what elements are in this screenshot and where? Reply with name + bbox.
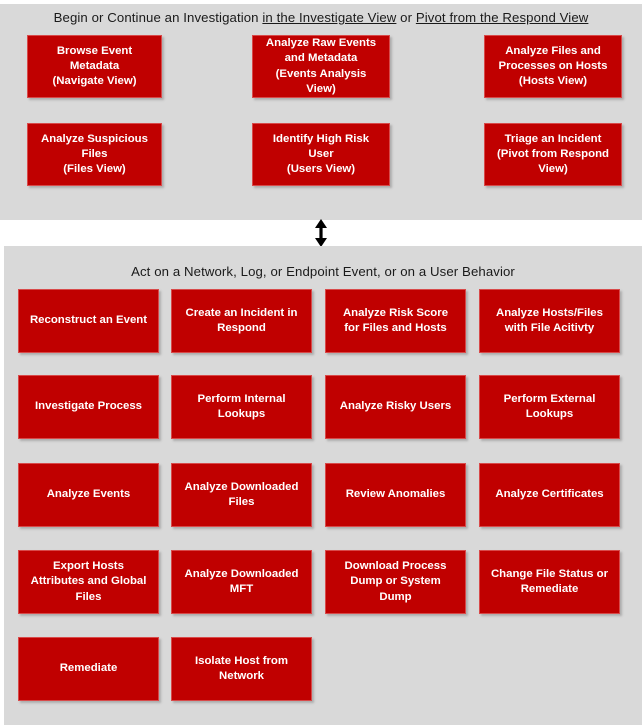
box-export-hosts-attributes-and-global-files[interactable]: Export Hosts Attributes and Global Files: [18, 550, 159, 614]
act-panel: Act on a Network, Log, or Endpoint Event…: [4, 246, 642, 725]
link-investigate-view[interactable]: in the Investigate View: [262, 10, 397, 25]
box-perform-external-lookups[interactable]: Perform External Lookups: [479, 375, 620, 439]
investigate-panel-heading: Begin or Continue an Investigation in th…: [0, 10, 642, 25]
box-label: Identify High Risk User (Users View): [272, 132, 370, 176]
double-arrow-icon: [311, 219, 331, 247]
heading-text-part2: or: [396, 10, 416, 25]
heading-text-part1: Begin or Continue an Investigation: [53, 10, 263, 25]
box-label: Analyze Risk Score for Files and Hosts: [342, 306, 449, 334]
box-analyze-suspicious-files[interactable]: Analyze Suspicious Files (Files View): [27, 123, 162, 186]
box-label: Remediate: [59, 662, 118, 675]
box-label: Reconstruct an Event: [29, 314, 148, 327]
box-label: Analyze Hosts/Files with File Acitivty: [496, 306, 603, 334]
box-label: Perform External Lookups: [503, 392, 596, 420]
box-label: Export Hosts Attributes and Global Files: [30, 560, 147, 603]
box-analyze-downloaded-files[interactable]: Analyze Downloaded Files: [171, 463, 312, 527]
box-browse-event-metadata[interactable]: Browse Event Metadata (Navigate View): [27, 35, 162, 98]
box-label: Analyze Risky Users: [339, 400, 452, 413]
investigate-panel: Begin or Continue an Investigation in th…: [0, 4, 642, 220]
box-remediate[interactable]: Remediate: [18, 637, 159, 701]
box-analyze-hosts-files-with-file-activity[interactable]: Analyze Hosts/Files with File Acitivty: [479, 289, 620, 353]
box-label: Change File Status or Remediate: [490, 567, 609, 595]
box-identify-high-risk-user[interactable]: Identify High Risk User (Users View): [252, 123, 390, 186]
box-isolate-host-from-network[interactable]: Isolate Host from Network: [171, 637, 312, 701]
box-analyze-downloaded-mft[interactable]: Analyze Downloaded MFT: [171, 550, 312, 614]
box-label: Analyze Downloaded Files: [184, 480, 299, 508]
box-label: Isolate Host from Network: [194, 654, 289, 682]
box-label: Analyze Downloaded MFT: [184, 567, 299, 595]
box-label: Perform Internal Lookups: [197, 392, 286, 420]
box-download-process-dump-or-system-dump[interactable]: Download Process Dump or System Dump: [325, 550, 466, 614]
box-label: Download Process Dump or System Dump: [344, 560, 447, 603]
box-analyze-files-and-processes-on-hosts[interactable]: Analyze Files and Processes on Hosts (Ho…: [484, 35, 622, 98]
box-change-file-status-or-remediate[interactable]: Change File Status or Remediate: [479, 550, 620, 614]
box-label: Analyze Events: [46, 488, 131, 501]
link-respond-view[interactable]: Pivot from the Respond View: [415, 10, 589, 25]
box-analyze-risky-users[interactable]: Analyze Risky Users: [325, 375, 466, 439]
box-label: Browse Event Metadata (Navigate View): [52, 44, 137, 88]
box-analyze-risk-score-for-files-and-hosts[interactable]: Analyze Risk Score for Files and Hosts: [325, 289, 466, 353]
box-label: Analyze Files and Processes on Hosts (Ho…: [498, 44, 608, 88]
box-label: Review Anomalies: [345, 488, 446, 501]
box-triage-an-incident[interactable]: Triage an Incident (Pivot from Respond V…: [484, 123, 622, 186]
box-label: Create an Incident in Respond: [185, 306, 298, 334]
box-label: Analyze Certificates: [495, 488, 604, 501]
box-perform-internal-lookups[interactable]: Perform Internal Lookups: [171, 375, 312, 439]
box-label: Analyze Suspicious Files (Files View): [41, 132, 148, 176]
box-analyze-events[interactable]: Analyze Events: [18, 463, 159, 527]
box-review-anomalies[interactable]: Review Anomalies: [325, 463, 466, 527]
box-label: Investigate Process: [35, 400, 142, 413]
box-investigate-process[interactable]: Investigate Process: [18, 375, 159, 439]
box-label: Triage an Incident (Pivot from Respond V…: [496, 132, 609, 176]
box-label: Analyze Raw Events and Metadata (Events …: [265, 36, 377, 95]
box-create-an-incident-in-respond[interactable]: Create an Incident in Respond: [171, 289, 312, 353]
box-analyze-raw-events-and-metadata[interactable]: Analyze Raw Events and Metadata (Events …: [252, 35, 390, 98]
act-panel-heading: Act on a Network, Log, or Endpoint Event…: [131, 264, 515, 279]
box-analyze-certificates[interactable]: Analyze Certificates: [479, 463, 620, 527]
box-reconstruct-an-event[interactable]: Reconstruct an Event: [18, 289, 159, 353]
